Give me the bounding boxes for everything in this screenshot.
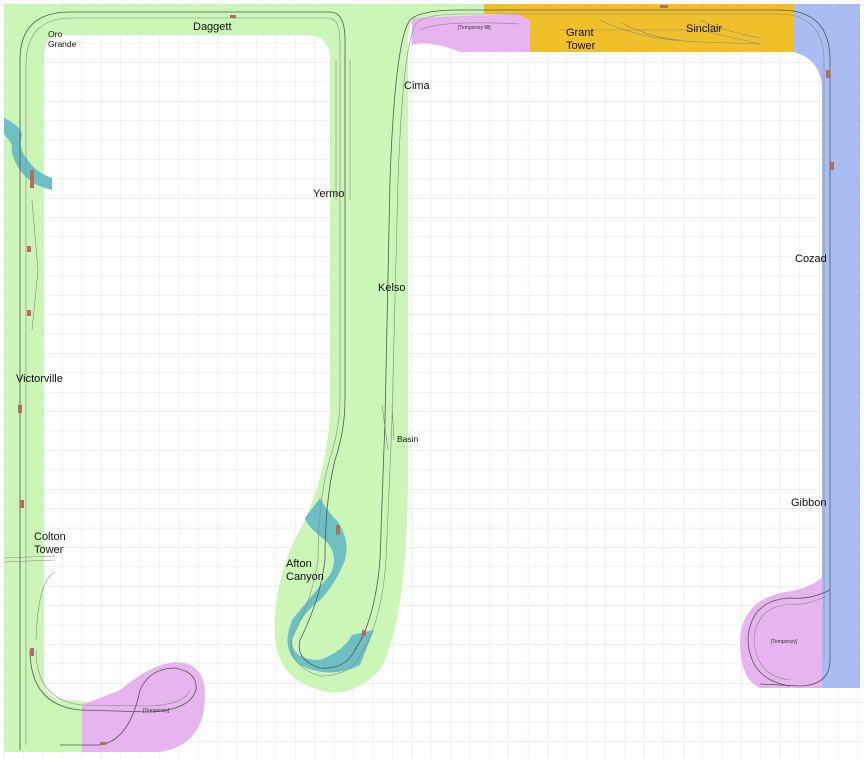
label-gibbon: Gibbon (791, 497, 826, 509)
label-grant-2: Tower (566, 40, 596, 52)
label-sinclair: Sinclair (686, 23, 722, 35)
label-daggett: Daggett (193, 21, 232, 33)
label-cozad: Cozad (795, 253, 827, 265)
grant-sinclair-region (484, 4, 794, 52)
label-oro-grande-1: Oro (48, 29, 62, 39)
label-cima: Cima (404, 80, 431, 92)
label-colton-1: Colton (34, 531, 66, 543)
desert-region (4, 4, 484, 752)
label-victorville: Victorville (16, 373, 63, 385)
station-labels: Oro Grande Daggett Cima Yermo Kelso Basi… (16, 21, 827, 714)
label-oro-grande-2: Grande (48, 39, 77, 49)
label-temporary-right: [Temporary] (771, 639, 798, 645)
temporary-right-region (740, 578, 822, 688)
label-basin: Basin (397, 434, 419, 444)
turnout-mark (18, 5, 834, 745)
label-afton-2: Canyon (286, 571, 324, 583)
label-colton-2: Tower (34, 544, 64, 556)
track-line (3, 9, 831, 750)
river-shape (4, 118, 374, 673)
temporary-bottom-region (82, 662, 205, 752)
label-temporary-top: [Temporary fill] (458, 25, 491, 31)
label-afton-1: Afton (286, 558, 312, 570)
label-temporary-bottom: [Temporary] (143, 708, 170, 714)
cozad-gibbon-region (794, 4, 860, 688)
label-grant-1: Grant (566, 27, 594, 39)
label-kelso: Kelso (378, 282, 406, 294)
label-yermo: Yermo (313, 188, 344, 200)
